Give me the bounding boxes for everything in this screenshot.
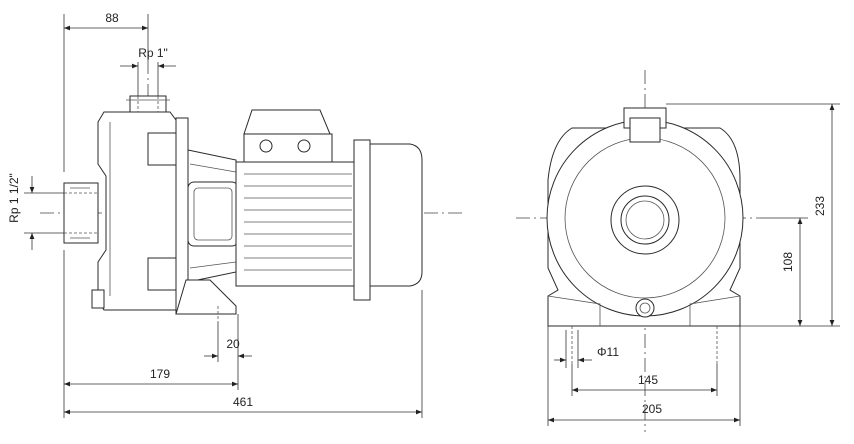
dim-145-label: 145 [638, 373, 658, 387]
side-dimensions: 88 Rp 1" Rp 1 1/2" 20 179 [7, 11, 423, 418]
dim-233-label: 233 [813, 196, 827, 216]
front-view: 233 108 Φ11 145 205 [516, 70, 840, 432]
dim-179-label: 179 [150, 367, 170, 381]
dim-88-label: 88 [105, 11, 119, 25]
dim-rp112-label: Rp 1 1/2" [7, 173, 21, 223]
dim-205-label: 205 [642, 402, 662, 416]
dim-108-label: 108 [781, 252, 795, 272]
terminal-box [243, 109, 333, 163]
motor-body [235, 139, 371, 301]
motor-bracket [175, 117, 239, 322]
pump-casing [91, 111, 177, 311]
fan-cover [369, 143, 423, 287]
dim-461-label: 461 [233, 395, 253, 409]
suction-flange [63, 182, 99, 244]
front-casing [546, 107, 744, 364]
dim-rp1-label: Rp 1" [138, 46, 168, 60]
side-view: 88 Rp 1" Rp 1 1/2" 20 179 [7, 11, 465, 418]
discharge-nozzle [126, 95, 170, 113]
front-dimensions: 233 108 Φ11 145 205 [547, 103, 840, 426]
dim-phi11-label: Φ11 [597, 345, 619, 359]
dim-20-label: 20 [226, 337, 240, 351]
